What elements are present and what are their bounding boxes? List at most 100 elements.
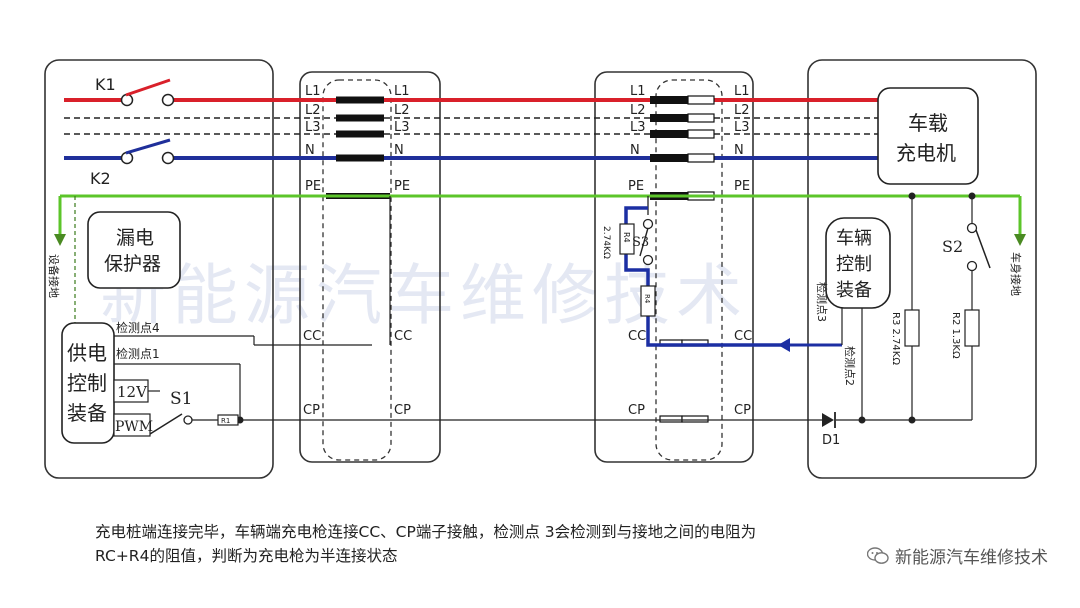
inlet-l1-left: L1 <box>630 84 646 99</box>
s2-contact-top <box>966 222 978 234</box>
vehicle-control-box <box>825 217 891 309</box>
d1-label: D1 <box>822 433 840 448</box>
gun-cp-left: CP <box>303 403 320 418</box>
onboard-charger-line1: 车载 <box>908 111 948 135</box>
footer-watermark-text: 新能源汽车维修技术 <box>895 548 1048 568</box>
body-ground-label: 车身接地 <box>1009 252 1023 296</box>
gun-l2-right: L2 <box>394 103 410 118</box>
cc-highlight-arrow <box>778 338 790 352</box>
inlet-cp-right: CP <box>734 403 751 418</box>
k2-contact-right <box>161 151 175 165</box>
det2-node <box>858 416 866 424</box>
v12-label: 12V <box>117 383 148 401</box>
r3-resistor <box>904 309 920 347</box>
supply-control-line3: 装备 <box>67 401 107 425</box>
inlet-n-right: N <box>734 143 744 158</box>
pwm-box <box>113 413 151 437</box>
gun-l3-right: L3 <box>394 120 410 135</box>
k2-switch-blade <box>125 138 171 155</box>
inlet-pe-left: PE <box>628 179 644 194</box>
inlet-l3-right: L3 <box>734 120 750 135</box>
onboard-charger-line2: 充电机 <box>896 141 956 165</box>
s3-bottom <box>642 254 654 266</box>
r3-label: R3 2.74KΩ <box>890 312 901 365</box>
cc-highlight-loop <box>624 206 790 347</box>
gun-cc-left: CC <box>303 329 321 344</box>
det4-label: 检测点4 <box>116 320 160 335</box>
gun-cp-right: CP <box>394 403 411 418</box>
inlet-cp-left: CP <box>628 403 645 418</box>
k1-switch-blade <box>125 78 171 97</box>
rc-label: R4 <box>643 294 651 304</box>
caption-line1: 充电桩端连接完毕，车辆端充电枪连接CC、CP端子接触，检测点 3会检测到与接地之… <box>95 523 757 541</box>
charging-circuit-diagram: 新能源汽车维修技术 K1 K2 设备接地 车身接地 <box>44 59 1037 479</box>
vehicle-block <box>807 59 1037 479</box>
onboard-charger-box <box>877 87 979 185</box>
rc-resistor <box>640 285 656 317</box>
gun-l3-left: L3 <box>305 120 321 135</box>
inlet-l3-left: L3 <box>630 120 646 135</box>
leakage-protector-line2: 保护器 <box>104 253 161 275</box>
inlet-n-left: N <box>630 143 640 158</box>
caption: 充电桩端连接完毕，车辆端充电枪连接CC、CP端子接触，检测点 3会检测到与接地之… <box>95 520 855 568</box>
supply-control-line2: 控制 <box>67 371 107 395</box>
wechat-icon <box>867 546 889 564</box>
inlet-l2-left: L2 <box>630 103 646 118</box>
gun-cc-right: CC <box>394 329 412 344</box>
d1-diode <box>822 413 834 427</box>
equip-ground-arrow <box>54 234 66 246</box>
k1-contact-right <box>161 93 175 107</box>
inlet-cc-left: CC <box>628 329 646 344</box>
gun-l1-left: L1 <box>305 84 321 99</box>
charging-station-block <box>44 59 274 479</box>
gun-inner-dashed <box>322 79 392 461</box>
s1-contact <box>183 415 193 425</box>
body-ground-arrow <box>1014 234 1026 246</box>
s3-label: S3 <box>632 235 649 250</box>
vehicle-control-line1: 车辆 <box>836 228 872 249</box>
s1-label: S1 <box>170 389 192 409</box>
r4-resistor <box>619 223 635 255</box>
r3-top-node <box>908 192 916 200</box>
gun-n-left: N <box>305 143 315 158</box>
leakage-protector-line1: 漏电 <box>116 227 154 249</box>
gun-pe-right: PE <box>394 179 410 194</box>
inlet-l1-right: L1 <box>734 84 750 99</box>
s1-blade <box>149 413 183 435</box>
gun-n-right: N <box>394 143 404 158</box>
s2-label: S2 <box>942 237 963 256</box>
k1-label: K1 <box>95 75 116 94</box>
s3-blade <box>639 227 649 257</box>
gun-l2-left: L2 <box>305 103 321 118</box>
equip-ground-label: 设备接地 <box>47 254 61 298</box>
inlet-pins <box>650 95 715 423</box>
det1-label: 检测点1 <box>116 346 160 361</box>
k2-label: K2 <box>90 169 111 188</box>
s2-top-node <box>968 192 976 200</box>
supply-control-line1: 供电 <box>67 341 107 365</box>
inlet-block <box>594 71 754 463</box>
r2-label: R2 1.3KΩ <box>950 312 961 359</box>
gun-pe-left: PE <box>305 179 321 194</box>
s3-top <box>642 218 654 230</box>
r4-label: R4 <box>622 232 631 243</box>
r1-label: R1 <box>221 417 230 425</box>
vehicle-control-line3: 装备 <box>836 280 872 301</box>
footer-watermark: 新能源汽车维修技术 <box>867 543 1048 568</box>
r2-resistor <box>964 309 980 347</box>
inlet-cc-right: CC <box>734 329 752 344</box>
inlet-l2-right: L2 <box>734 103 750 118</box>
det2-label: 检测点2 <box>843 346 857 386</box>
det3-label: 检测点3 <box>815 282 829 322</box>
vehicle-control-line2: 控制 <box>836 254 872 275</box>
r4-value: 2.74KΩ <box>601 226 611 259</box>
s2-blade <box>975 229 991 269</box>
cp-node-r3 <box>908 416 916 424</box>
s2-contact-bottom <box>966 260 978 272</box>
inlet-pe-right: PE <box>734 179 750 194</box>
leakage-protector-box <box>87 211 181 289</box>
pwm-label: PWM <box>115 419 153 435</box>
caption-line2: RC+R4的阻值，判断为充电枪为半连接状态 <box>95 547 398 565</box>
gun-l1-right: L1 <box>394 84 410 99</box>
gun-block <box>299 71 441 463</box>
